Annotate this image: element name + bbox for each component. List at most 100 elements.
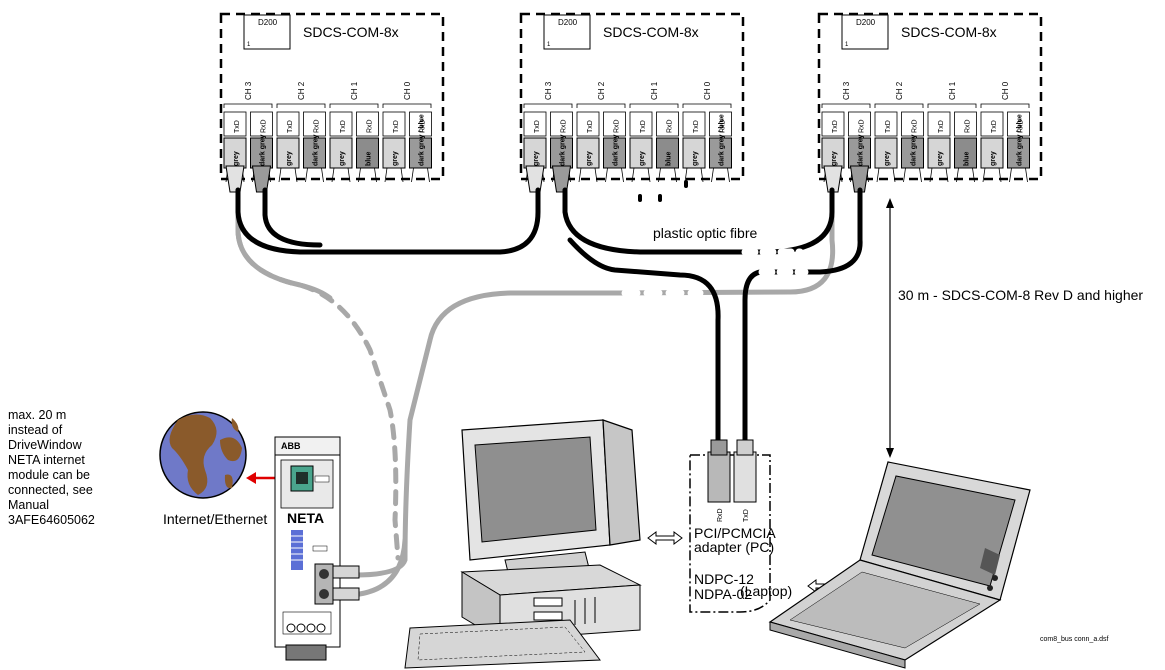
fibre-connector [356,137,379,169]
channel-bracket [329,103,379,108]
grey-cable-neta-tail [347,537,408,598]
pin-label: RxD [614,119,621,133]
neta-note: max. 20 m instead of DriveWindow NETA in… [8,408,118,528]
pin-label: RxD [367,119,374,133]
note-line: Manual [8,498,49,512]
d200-chip [841,14,889,50]
filename-label: com8_bus conn_a.dsf [1040,636,1109,643]
pin-slot [550,111,573,137]
pin-slot [656,111,679,137]
pin-label: RxD [420,119,427,133]
pin-slot [682,111,706,137]
adapter-line1: PCI/PCMCIA [694,525,776,541]
connector-legs [278,167,298,183]
connector-legs [358,167,377,183]
pin-slot [629,111,653,137]
channel-bracket [382,103,432,108]
pin-slot [576,111,600,137]
module-title: SDCS-COM-8x [303,24,399,40]
laptop-hint-label: (Laptop) [740,583,792,599]
channel-label: CH 1 [948,81,957,100]
pin-slot [409,111,432,137]
connector-legs [631,167,651,183]
note-line: module can be [8,468,91,482]
adapter-line2: adapter (PC) [694,539,774,555]
pin-label: TxD [693,120,700,133]
pin-slot [874,111,898,137]
pin-label: TxD [534,120,541,133]
pin-label: TxD [640,120,647,133]
module-title: SDCS-COM-8x [603,24,699,40]
fibre-connector [656,137,679,169]
connector-legs [684,167,704,183]
connector-color-label: dark grey [560,134,567,166]
connector-legs [605,167,624,183]
connector-color-label: dark grey / blue [419,114,426,166]
pin-label: RxD [314,119,321,133]
channel-label: CH 3 [544,81,553,100]
channel-label: CH 3 [842,81,851,100]
cable-plug [551,165,572,193]
connector-legs [956,167,975,183]
channel-label: CH 1 [650,81,659,100]
connector-legs [903,167,922,183]
pin-slot [223,111,247,137]
channel-bracket [223,103,273,108]
fibre-connector [927,137,951,169]
fibre-connector [329,137,353,169]
ndpc-label: NDPC-12 [694,571,754,587]
pin-slot [276,111,300,137]
fibre-cables [235,180,863,598]
channel-bracket [276,103,326,108]
pin-label: RxD [561,119,568,133]
channel-label: CH 0 [403,81,412,100]
pin-label: TxD [340,120,347,133]
pin-slot [329,111,353,137]
connector-color-label: grey [831,151,838,166]
note-line: connected, see [8,483,93,497]
globe-icon [159,411,247,499]
connector-color-label: grey [884,151,891,166]
note-line: max. 20 m [8,408,67,422]
neta-abb-logo: ABB [281,441,301,451]
chip-label: D200 [258,18,278,27]
pin-slot [980,111,1004,137]
channel-bracket [629,103,679,108]
pin-slot [303,111,326,137]
fibre-label: plastic optic fibre [653,225,757,241]
pin-label: TxD [832,120,839,133]
channel-label: CH 2 [895,81,904,100]
fibre-connector [276,137,300,169]
pin-label: TxD [991,120,998,133]
connector-color-label: grey [533,151,540,166]
note-line: NETA internet [8,453,85,467]
note-line: instead of [8,423,63,437]
channel-label: CH 0 [1001,81,1010,100]
pin-slot [927,111,951,137]
pin-slot [709,111,732,137]
module-outline [519,12,745,181]
black-cable-mod1-rxd [262,187,323,248]
connector-color-label: grey [586,151,593,166]
pin-slot [848,111,871,137]
fibre-connector [682,137,706,169]
connector-legs [876,167,896,183]
connector-color-label: blue [666,152,673,166]
pin-slot [954,111,977,137]
pin-slot [523,111,547,137]
pin-label: RxD [859,119,866,133]
connector-legs [331,167,351,183]
adapter-txd-label: TxD [743,509,750,522]
module-outline [219,12,445,181]
pin-slot [821,111,845,137]
grey-cable-module3-to-neta [352,187,836,578]
pin-label: RxD [720,119,727,133]
pin-slot [901,111,924,137]
pin-label: RxD [965,119,972,133]
distance-label: 30 m - SDCS-COM-8 Rev D and higher [898,287,1143,303]
distance-arrow [886,198,894,458]
d200-chip [243,14,291,50]
fibre-connector [629,137,653,169]
